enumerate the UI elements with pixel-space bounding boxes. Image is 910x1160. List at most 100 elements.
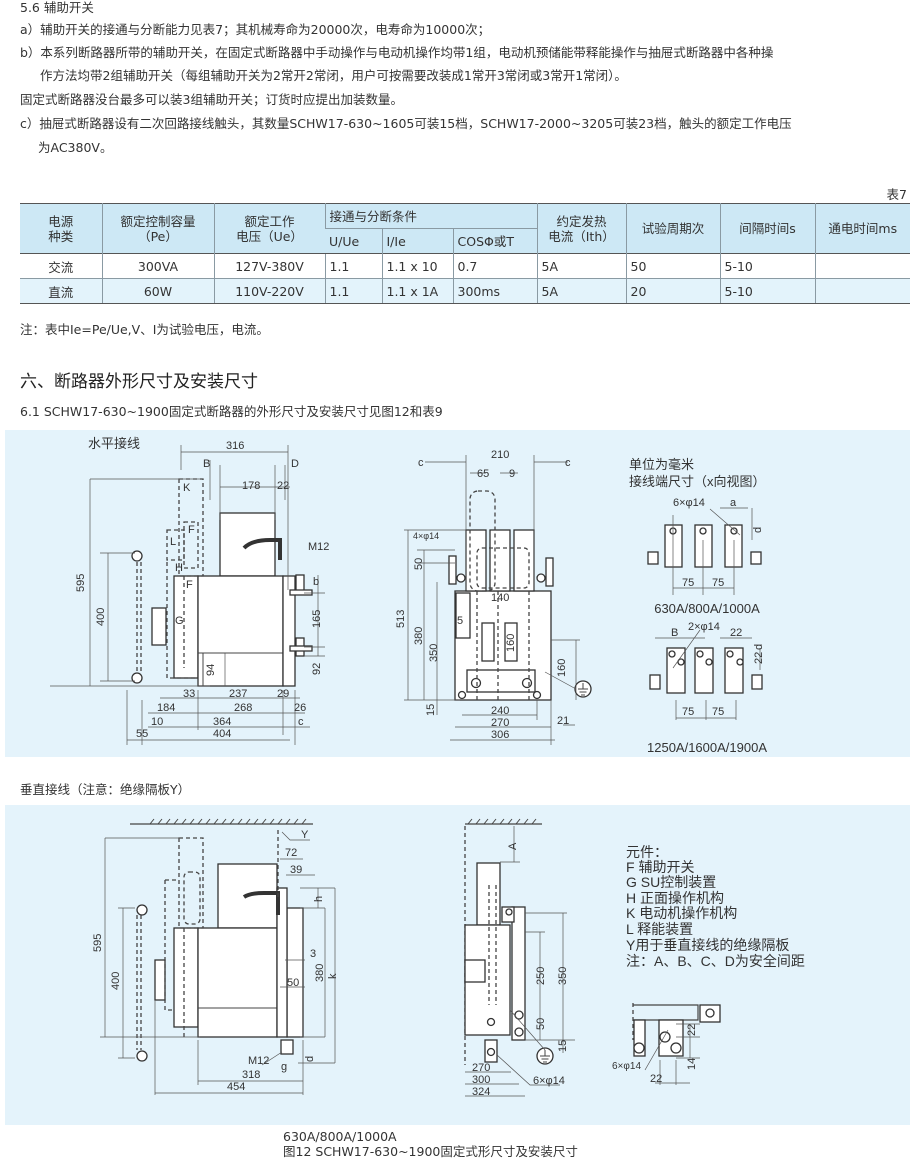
cell: 交流 bbox=[20, 253, 102, 279]
dim-label: 268 bbox=[234, 702, 252, 714]
legend-item: 注：A、B、C、D为安全间距 bbox=[626, 953, 805, 969]
dim-label: 324 bbox=[472, 1086, 490, 1098]
dim-label: 3 bbox=[310, 948, 316, 960]
dim-label: 33 bbox=[183, 688, 195, 700]
dim-label: 39 bbox=[290, 864, 302, 876]
dim-label: 2×φ14 bbox=[688, 621, 720, 633]
paragraph-c-line2: 为AC380V。 bbox=[38, 140, 113, 155]
component-legend: 元件： F 辅助开关 G SU控制装置 H 正面操作机构 K 电动机操作机构 L… bbox=[626, 844, 805, 969]
dim-label: 380 bbox=[413, 627, 425, 645]
section-6-1-text: 6.1 SCHW17-630~1900固定式断路器的外形尺寸及安装尺寸见图12和… bbox=[20, 404, 443, 419]
dim-label: 240 bbox=[491, 705, 509, 717]
dim-label: 454 bbox=[227, 1081, 245, 1093]
dim-label: 21 bbox=[557, 715, 569, 727]
dim-label: 513 bbox=[395, 610, 407, 628]
horizontal-title: 水平接线 bbox=[88, 436, 140, 451]
dim-label: 4×φ14 bbox=[413, 531, 439, 541]
dim-label: c bbox=[565, 457, 571, 469]
legend-item: L 释能装置 bbox=[626, 921, 693, 937]
dim-label: a bbox=[730, 497, 737, 509]
section-heading: 5.6 辅助开关 bbox=[20, 0, 94, 15]
dim-label: 22 bbox=[753, 652, 765, 664]
dim-label: M12 bbox=[248, 1055, 269, 1067]
cell: 1.1 x 10 bbox=[381, 253, 453, 279]
section-6-title: 六、断路器外形尺寸及安装尺寸 bbox=[20, 372, 258, 392]
dim-label: c bbox=[418, 457, 424, 469]
header-interval: 间隔时间s bbox=[719, 203, 815, 254]
dim-label: 22 bbox=[277, 480, 289, 492]
part-label-g: G bbox=[175, 615, 184, 627]
dim-label: M12 bbox=[308, 541, 329, 553]
cell: 1.1 bbox=[324, 278, 382, 304]
cell: 0.7 bbox=[452, 253, 537, 279]
cell: 300ms bbox=[452, 278, 537, 304]
header-ith: 约定发热电流（Ith） bbox=[536, 203, 626, 254]
vertical-wiring-drawing-panel: Y 72 39 h 3 380 k 50 595 400 M12 g d 318… bbox=[5, 805, 910, 1125]
cell: 300VA bbox=[101, 253, 214, 279]
cell: 1.1 bbox=[324, 253, 382, 279]
dim-label: 75 bbox=[682, 577, 694, 589]
dim-label: B bbox=[671, 627, 678, 639]
dim-label: d bbox=[752, 527, 764, 533]
vertical-wiring-title: 垂直接线（注意：绝缘隔板Y） bbox=[20, 782, 191, 797]
dim-label: 6×φ14 bbox=[673, 497, 705, 509]
dim-label: 350 bbox=[557, 967, 569, 985]
dim-label: 184 bbox=[157, 702, 175, 714]
dim-label: 380 bbox=[314, 964, 326, 982]
table-row: 交流 300VA 127V-380V 1.1 1.1 x 10 0.7 5A 5… bbox=[20, 253, 910, 279]
dim-label: 22 bbox=[686, 1024, 698, 1036]
dim-label: 210 bbox=[491, 449, 509, 461]
dim-label: 9 bbox=[509, 468, 515, 480]
legend-item: H 正面操作机构 bbox=[626, 890, 724, 906]
dim-label: 316 bbox=[226, 440, 244, 452]
dim-label: 595 bbox=[92, 934, 104, 952]
part-label-f: F bbox=[188, 524, 195, 536]
cell: 1.1 x 1A bbox=[381, 278, 453, 304]
legend-item: Y用于垂直接线的绝缘隔板 bbox=[626, 937, 789, 953]
dim-label: 364 bbox=[213, 716, 231, 728]
dim-label: 160 bbox=[556, 659, 568, 677]
dim-label: d bbox=[753, 644, 765, 650]
cell: 直流 bbox=[20, 278, 102, 304]
dim-label: 400 bbox=[110, 972, 122, 990]
unit-note: 单位为毫米 bbox=[629, 457, 694, 472]
dim-label: 75 bbox=[712, 577, 724, 589]
header-cycles: 试验周期次 bbox=[625, 203, 720, 254]
table-row: 直流 60W 110V-220V 1.1 1.1 x 1A 300ms 5A 2… bbox=[20, 278, 910, 304]
header-power-type: 电源种类 bbox=[20, 203, 102, 254]
cell bbox=[814, 278, 910, 304]
horizontal-wiring-drawing-panel: 水平接线 316 B D 178 22 M12 b 165 92 94 33 2… bbox=[5, 430, 910, 757]
dim-label: 14 bbox=[686, 1058, 698, 1070]
header-rated-voltage: 额定工作电压（Ue） bbox=[213, 203, 325, 254]
header-i-ie: I/Ie bbox=[381, 228, 453, 254]
vertical-wiring-drawings: Y 72 39 h 3 380 k 50 595 400 M12 g d 318… bbox=[92, 818, 805, 1098]
dim-label: 160 bbox=[505, 634, 517, 652]
dim-label: 50 bbox=[413, 558, 425, 570]
cell: 5A bbox=[536, 253, 626, 279]
dim-label: 72 bbox=[285, 847, 297, 859]
dim-label: 10 bbox=[151, 716, 163, 728]
table-7: 电源种类 额定控制容量（Pe） 额定工作电压（Ue） 接通与分断条件 约定发热电… bbox=[20, 203, 910, 304]
header-u-ue: U/Ue bbox=[325, 228, 382, 254]
dim-label: Y bbox=[301, 829, 309, 841]
dim-label: c bbox=[298, 716, 304, 728]
cell: 5-10 bbox=[719, 253, 815, 279]
dim-label: 26 bbox=[294, 702, 306, 714]
dim-label: D bbox=[291, 458, 299, 470]
paragraph-a: a）辅助开关的接通与分断能力见表7；其机械寿命为20000次，电寿命为10000… bbox=[20, 22, 491, 37]
dim-label: 300 bbox=[472, 1074, 490, 1086]
dim-label: A bbox=[507, 842, 519, 850]
dim-label: 75 bbox=[682, 706, 694, 718]
header-on-time: 通电时间ms bbox=[814, 203, 910, 254]
cell bbox=[814, 253, 910, 279]
dim-label: 29 bbox=[277, 688, 289, 700]
cell: 5A bbox=[536, 278, 626, 304]
dim-label: 22 bbox=[730, 627, 742, 639]
dim-label: 237 bbox=[229, 688, 247, 700]
cell: 20 bbox=[625, 278, 720, 304]
part-label-f: F bbox=[186, 579, 193, 591]
cell: 50 bbox=[625, 253, 720, 279]
part-label-h: H bbox=[175, 562, 183, 574]
dim-label: 306 bbox=[491, 729, 509, 741]
figure-caption: 图12 SCHW17-630~1900固定式形尺寸及安装尺寸 bbox=[283, 1144, 578, 1159]
